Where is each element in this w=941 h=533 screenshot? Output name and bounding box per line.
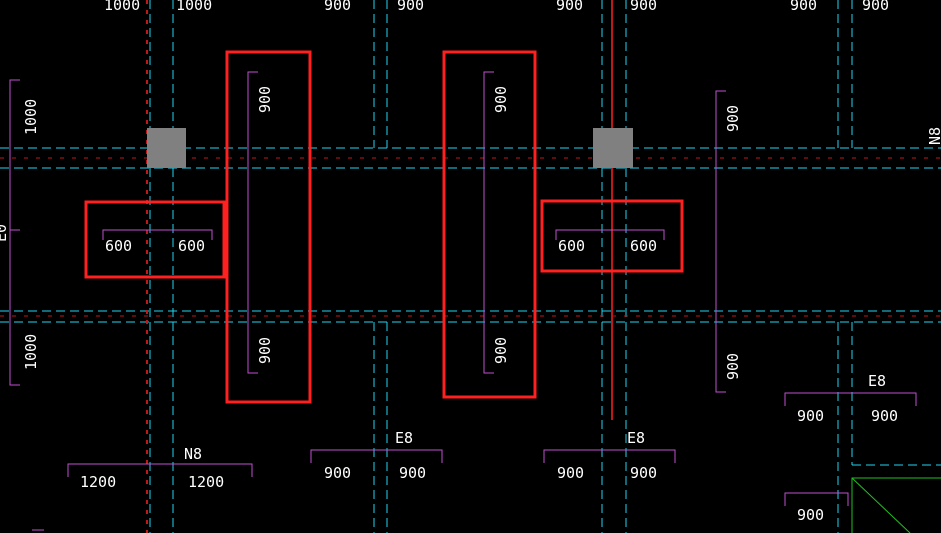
text-top-6[interactable]: 900 (862, 0, 889, 14)
text-right-dim-upper[interactable]: 900 (724, 105, 742, 132)
highlight-box-right-600[interactable] (540, 199, 684, 273)
dim-n8[interactable] (67, 463, 253, 477)
highlight-box-left-600[interactable] (84, 200, 226, 279)
text-e8-mid-left[interactable]: 900 (324, 464, 351, 482)
dim-box1[interactable] (102, 229, 213, 240)
dimension-lines (9, 71, 917, 531)
highlight-box-vertical-right[interactable] (442, 50, 537, 399)
highlight-box-vertical-left[interactable] (225, 50, 312, 404)
text-vbox1-bottom[interactable]: 900 (256, 337, 274, 364)
text-top-left-a[interactable]: 1000 (104, 0, 140, 14)
text-left-lower[interactable]: 1000 (22, 334, 40, 370)
text-left-upper[interactable]: 1000 (22, 99, 40, 135)
text-top-4[interactable]: 900 (630, 0, 657, 14)
text-e8-right-tag[interactable]: E8 (627, 429, 645, 447)
text-n8-tag[interactable]: N8 (184, 445, 202, 463)
green-corner-shape (851, 477, 941, 533)
text-e8-right-right[interactable]: 900 (630, 464, 657, 482)
text-top-3[interactable]: 900 (556, 0, 583, 14)
text-e8-far-right[interactable]: 900 (871, 407, 898, 425)
text-top-5[interactable]: 900 (790, 0, 817, 14)
text-e8-right-left[interactable]: 900 (557, 464, 584, 482)
text-top-left-b[interactable]: 1000 (176, 0, 212, 14)
text-bottom-right[interactable]: 900 (797, 506, 824, 524)
dim-right-vertical[interactable] (715, 90, 726, 393)
text-top-1[interactable]: 900 (324, 0, 351, 14)
column-left[interactable] (147, 128, 186, 168)
text-vbox2-bottom[interactable]: 900 (492, 337, 510, 364)
text-right-dim-lower[interactable]: 900 (724, 353, 742, 380)
dim-e8-far[interactable] (784, 392, 917, 406)
text-vbox2-top[interactable]: 900 (492, 86, 510, 113)
text-top-2[interactable]: 900 (397, 0, 424, 14)
text-box2-left[interactable]: 600 (558, 237, 585, 255)
text-e8-mid-right[interactable]: 900 (399, 464, 426, 482)
highlight-boxes (84, 50, 684, 404)
text-left-middle[interactable]: E0 (0, 224, 10, 242)
text-vbox1-top[interactable]: 900 (256, 86, 274, 113)
dim-vbox2[interactable] (483, 71, 494, 374)
text-e8-far-left[interactable]: 900 (797, 407, 824, 425)
text-right-edge[interactable]: N8 (926, 127, 941, 145)
dim-e8-mid[interactable] (310, 449, 443, 463)
dim-box2[interactable] (555, 229, 665, 240)
green-corner-diagonal[interactable] (851, 477, 911, 533)
dim-e8-right[interactable] (543, 449, 676, 463)
text-e8-mid-tag[interactable]: E8 (395, 429, 413, 447)
text-n8-left[interactable]: 1200 (80, 473, 116, 491)
text-box2-right[interactable]: 600 (630, 237, 657, 255)
column-right[interactable] (593, 128, 633, 168)
dim-left-vertical[interactable] (9, 79, 20, 386)
text-box1-left[interactable]: 600 (105, 237, 132, 255)
text-e8-far-tag[interactable]: E8 (868, 372, 886, 390)
dim-vbox1[interactable] (247, 71, 258, 374)
dim-bottom-right[interactable] (784, 492, 849, 506)
text-n8-right[interactable]: 1200 (188, 473, 224, 491)
text-box1-right[interactable]: 600 (178, 237, 205, 255)
